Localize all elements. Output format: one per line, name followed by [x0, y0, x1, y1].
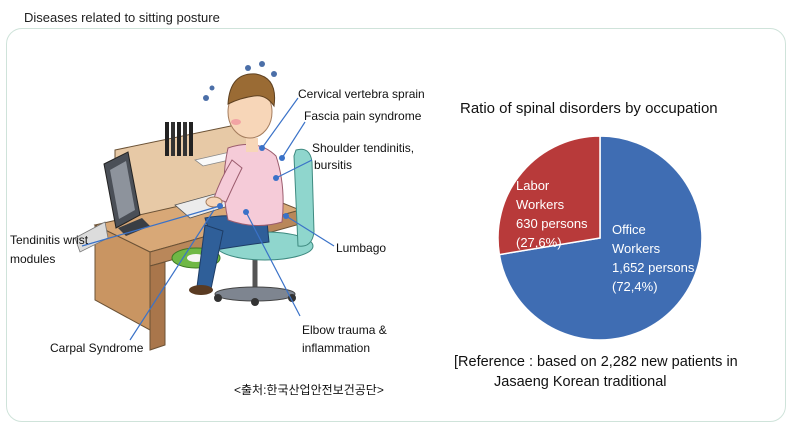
label-bursitis: bursitis: [314, 158, 353, 172]
slice-label-office: Office Workers 1,652 persons (72,4%): [612, 220, 694, 296]
pie-slice-labor-workers: [497, 135, 601, 256]
reference-line2: Jasaeng Korean traditional: [494, 374, 667, 390]
slice-label-office-count: 1,652 persons: [612, 260, 695, 275]
label-cervical-vertebra-sprain: Cervical vertebra sprain: [298, 87, 425, 101]
label-inflammation: inflammation: [302, 341, 371, 355]
slice-label-office-line2: Workers: [612, 241, 661, 256]
reference-note: [Reference : based on 2,282 new patients…: [454, 352, 738, 392]
reference-line1: [Reference : based on 2,282 new patients…: [454, 354, 738, 370]
label-shoulder-tendinitis: Shoulder tendinitis,: [312, 141, 415, 155]
slice-label-labor-pct: (27,6%): [516, 235, 562, 250]
slice-label-office-line1: Office: [612, 222, 646, 237]
slice-label-labor: Labor Workers 630 persons (27,6%): [516, 176, 588, 252]
label-fascia-pain-syndrome: Fascia pain syndrome: [304, 109, 422, 123]
slice-label-labor-line1: Labor: [516, 178, 550, 193]
label-elbow-trauma: Elbow trauma &: [302, 323, 387, 337]
slice-label-office-pct: (72,4%): [612, 279, 658, 294]
slice-label-labor-count: 630 persons: [516, 216, 588, 231]
chart-title: Ratio of spinal disorders by occupation: [460, 100, 718, 117]
label-tendinitis-wrist: Tendinitis wrist: [10, 233, 89, 247]
source-caption: <출처:한국산업안전보건공단>: [234, 383, 384, 397]
label-carpal-syndrome: Carpal Syndrome: [50, 341, 144, 355]
label-modules: modules: [10, 252, 56, 266]
pie-chart: [497, 135, 703, 341]
page-heading: Diseases related to sitting posture: [24, 10, 220, 25]
label-lumbago: Lumbago: [336, 241, 387, 255]
slice-label-labor-line2: Workers: [516, 197, 565, 212]
